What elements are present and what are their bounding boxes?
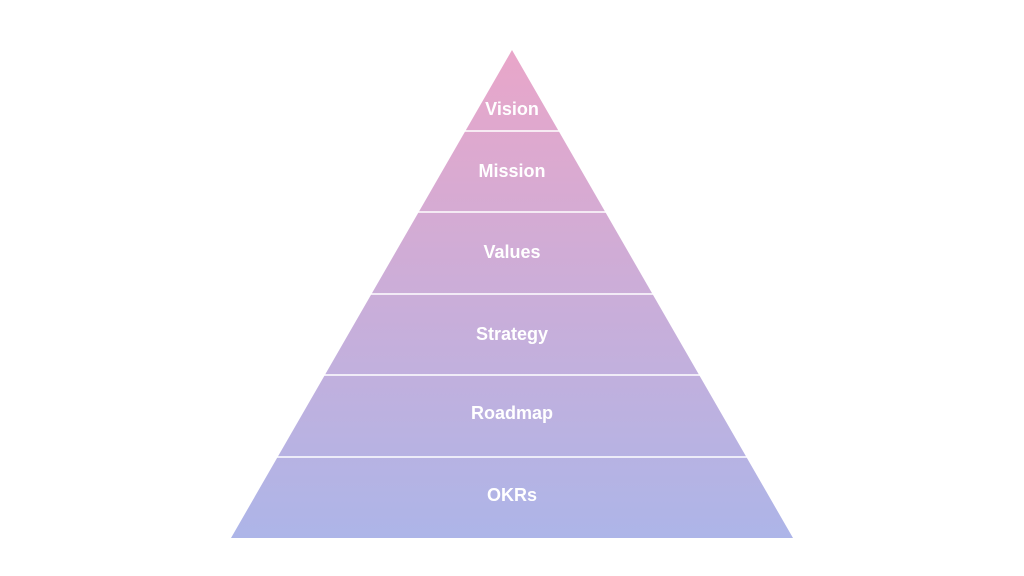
layer-label-values: Values — [483, 242, 540, 262]
layer-label-strategy: Strategy — [476, 324, 548, 344]
layer-label-roadmap: Roadmap — [471, 403, 553, 423]
layer-label-mission: Mission — [478, 161, 545, 181]
layer-label-vision: Vision — [485, 99, 539, 119]
layer-label-okrs: OKRs — [487, 485, 537, 505]
